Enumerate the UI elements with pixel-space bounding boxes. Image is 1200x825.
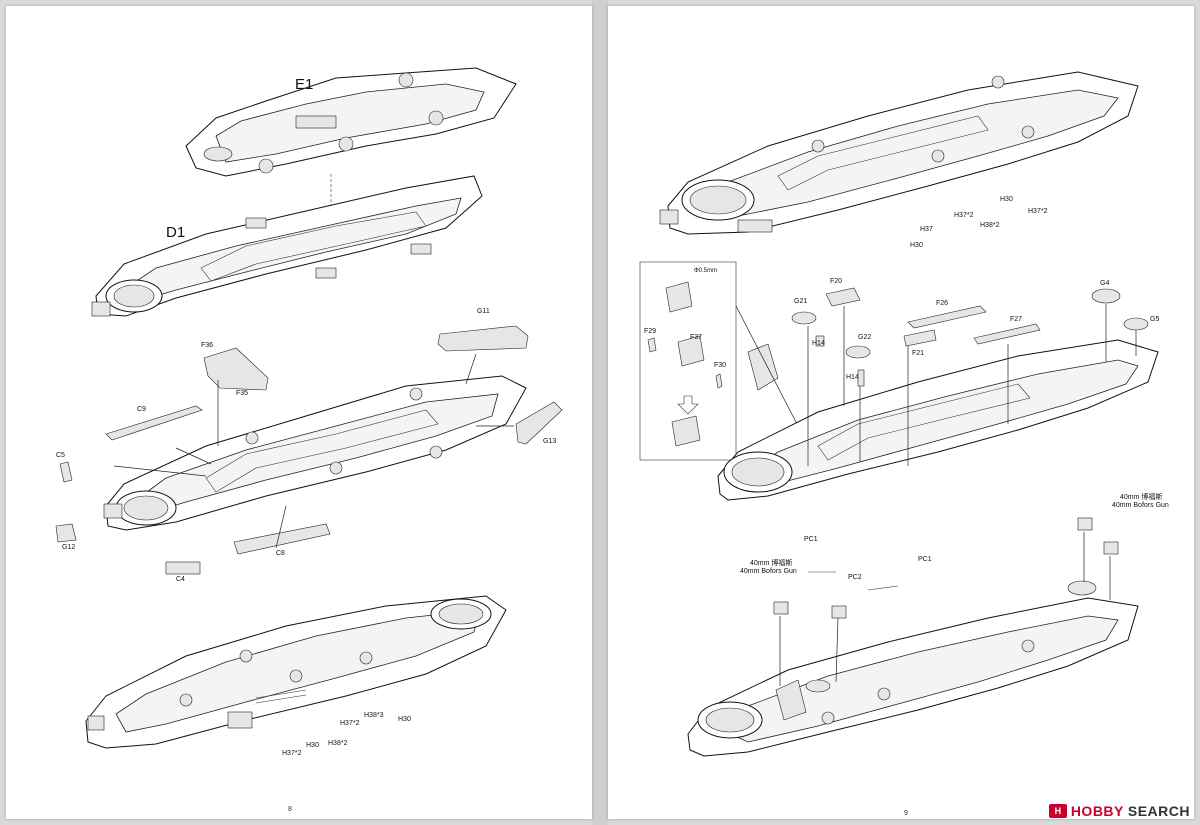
part-label-f21: F21 <box>912 350 925 357</box>
part-label-g13: G13 <box>543 438 557 445</box>
part-label-h37x2-a: H37*2 <box>340 720 360 727</box>
part-label-pc1-b: PC1 <box>918 556 932 563</box>
hobbysearch-logo-icon: H <box>1048 804 1067 818</box>
hull-assembly-diagram-left <box>55 67 563 749</box>
part-label-f27: F27 <box>1010 316 1023 323</box>
part-label-h30-a: H30 <box>398 716 411 723</box>
part-label-h14-a: H14 <box>812 340 825 347</box>
part-label-e1: E1 <box>295 76 314 93</box>
part-label-h37x2-b: H37*2 <box>282 750 302 757</box>
part-label-g11: G11 <box>477 308 490 315</box>
part-label-h37x2-b: H37*2 <box>1028 208 1048 215</box>
instruction-page-left: E1 D1 G11 F36 F35 C9 C5 G13 G12 C4 C8 H3… <box>6 6 592 819</box>
part-label-h38x2: H38*2 <box>328 740 348 747</box>
part-label-f26: F26 <box>936 300 949 307</box>
part-label-h37: H37 <box>920 226 933 233</box>
instruction-page-right: H30 H37*2 H38*2 H37*2 H37 H30 Φ0.5mm F29… <box>608 6 1194 819</box>
part-label-h38x2: H38*2 <box>980 222 1000 229</box>
part-label-f37: F37 <box>690 334 703 341</box>
part-label-g21: G21 <box>794 298 808 305</box>
gun-label-left-cn: 40mm 博福斯 <box>750 560 793 567</box>
part-label-f20: F20 <box>830 278 843 285</box>
part-label-f35: F35 <box>236 390 249 397</box>
part-label-h14-b: H14 <box>846 374 859 381</box>
part-label-pc2: PC2 <box>848 574 862 581</box>
page-gutter <box>592 0 608 825</box>
part-label-f30: F30 <box>714 362 727 369</box>
dimension-label: Φ0.5mm <box>694 268 718 274</box>
part-label-c8: C8 <box>276 550 285 557</box>
part-label-h37x2-a: H37*2 <box>954 212 974 219</box>
part-label-c4: C4 <box>176 576 185 583</box>
page-number: 8 <box>288 806 292 813</box>
part-label-pc1-a: PC1 <box>804 536 818 543</box>
gun-label-right-en: 40mm Bofors Gun <box>1112 502 1169 509</box>
hull-assembly-diagram-right <box>639 71 1159 757</box>
part-label-f29: F29 <box>644 328 657 335</box>
gun-label-left-en: 40mm Bofors Gun <box>740 568 797 575</box>
watermark-brand-red: HOBBY <box>1070 803 1124 819</box>
part-label-c5: C5 <box>56 452 65 459</box>
part-label-h30-b: H30 <box>910 242 923 249</box>
part-label-f36: F36 <box>201 342 214 349</box>
part-label-h38x3: H38*3 <box>364 712 384 719</box>
watermark-brand-dark: SEARCH <box>1127 803 1190 819</box>
part-label-g4: G4 <box>1100 280 1110 287</box>
page-number: 9 <box>904 810 908 817</box>
part-label-h30-b: H30 <box>306 742 319 749</box>
part-label-g22: G22 <box>858 334 872 341</box>
part-label-d1: D1 <box>166 224 186 241</box>
gun-label-right-cn: 40mm 博福斯 <box>1120 494 1163 501</box>
part-label-g5: G5 <box>1150 316 1160 323</box>
part-label-c9: C9 <box>137 406 146 413</box>
watermark: H HOBBY SEARCH <box>1048 803 1190 819</box>
part-label-h30-a: H30 <box>1000 196 1013 203</box>
part-label-g12: G12 <box>62 544 76 551</box>
